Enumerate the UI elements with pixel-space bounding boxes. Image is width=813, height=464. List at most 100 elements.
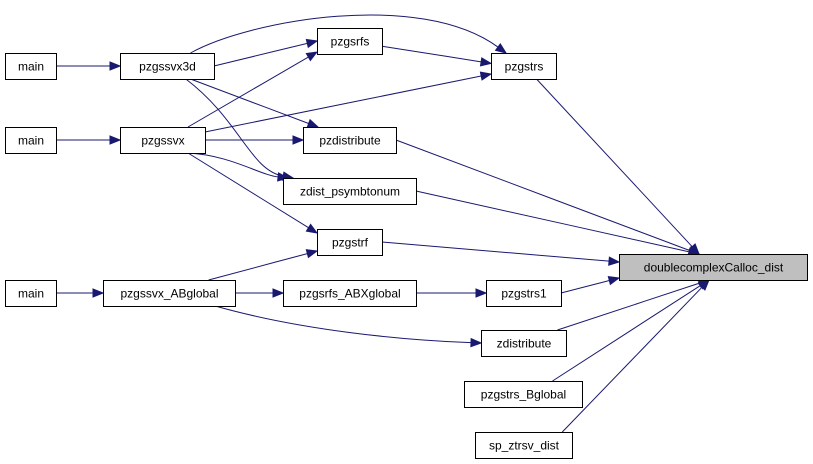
- node-zdist-psymbtonum[interactable]: zdist_psymbtonum: [283, 178, 417, 205]
- edge-line: [190, 14, 499, 54]
- node-label: pzgstrs_Bglobal: [481, 388, 566, 402]
- node-main3[interactable]: main: [5, 280, 57, 307]
- node-main2[interactable]: main: [5, 127, 57, 154]
- node-main1[interactable]: main: [5, 53, 57, 80]
- edge-line: [208, 253, 308, 281]
- node-label: pzgssvx: [141, 134, 184, 148]
- edge-line: [204, 75, 482, 133]
- node-label: pzgssvx3d: [139, 60, 196, 74]
- arrowhead: [608, 256, 621, 266]
- edge-line: [185, 78, 284, 177]
- edge-line: [187, 56, 309, 128]
- edge-pzgssvx-to-pzgstrf: [187, 152, 319, 234]
- arrowhead: [470, 337, 483, 348]
- node-label: main: [18, 60, 44, 74]
- edge-pzgssvx-to-pzdistribute: [205, 135, 305, 145]
- edge-line: [215, 305, 472, 344]
- edge-zdistribute-to-target: [557, 278, 711, 331]
- edge-pzgssvx3d-to-pzdistribute: [190, 78, 320, 128]
- node-pzgssvx[interactable]: pzgssvx: [120, 127, 206, 154]
- edge-main2-to-pzgssvx: [56, 135, 122, 145]
- edge-line: [560, 280, 610, 294]
- node-label: pzgstrs: [505, 60, 544, 74]
- edge-line: [213, 42, 308, 67]
- node-pzgstrs-bglobal[interactable]: pzgstrs_Bglobal: [464, 381, 583, 408]
- edge-sp_ztrsv_dist-to-target: [561, 279, 710, 433]
- node-pzgstrs[interactable]: pzgstrs: [491, 53, 557, 80]
- node-label: pzgssvx_ABglobal: [120, 287, 218, 301]
- node-pzgssvx3d[interactable]: pzgssvx3d: [120, 53, 215, 80]
- node-label: pzdistribute: [319, 134, 381, 148]
- node-label: zdist_psymbtonum: [300, 185, 400, 199]
- edge-pzgssvx3d-to-pzgstrs: [190, 14, 508, 54]
- node-box: [491, 53, 557, 80]
- node-label: pzgstrs1: [501, 287, 547, 301]
- arrowhead: [305, 38, 319, 49]
- node-pzgstrf[interactable]: pzgstrf: [317, 229, 383, 256]
- node-box: [283, 280, 417, 307]
- node-box: [619, 254, 808, 281]
- edge-pzgssvx3d-to-pzgsrfs: [213, 38, 319, 67]
- node-box: [475, 432, 573, 459]
- arrowhead: [305, 223, 319, 234]
- arrowhead: [272, 288, 285, 298]
- arrowhead: [494, 42, 508, 54]
- node-pzgsrfs[interactable]: pzgsrfs: [317, 28, 383, 55]
- arrowhead: [479, 57, 493, 67]
- arrowhead: [305, 51, 319, 62]
- edge-pzgssvx-to-zdist_psymbtonum: [187, 152, 290, 182]
- node-pzgstrs1[interactable]: pzgstrs1: [486, 280, 562, 307]
- edge-pzgstrf-to-target: [381, 241, 621, 266]
- edge-pzgssvx-to-pzgsrfs: [187, 51, 319, 128]
- edge-pzgsrfs_ABXglobal-to-pzgstrs1: [415, 288, 488, 298]
- edge-line: [187, 152, 279, 178]
- arrowhead: [292, 135, 305, 145]
- node-label: zdistribute: [497, 337, 552, 351]
- edge-line: [395, 139, 690, 251]
- node-target[interactable]: doublecomplexCalloc_dist: [619, 254, 808, 281]
- arrowhead: [109, 135, 122, 145]
- node-box: [317, 229, 383, 256]
- edge-line: [557, 282, 700, 331]
- arrowhead: [475, 288, 488, 298]
- edge-line: [190, 78, 309, 124]
- arrowhead: [607, 276, 621, 286]
- edge-pzgssvx_ABglobal-to-pzgstrf: [208, 249, 319, 281]
- arrowhead: [277, 172, 290, 182]
- node-label: sp_ztrsv_dist: [489, 439, 560, 453]
- node-box: [486, 280, 562, 307]
- node-label: pzgstrf: [332, 236, 369, 250]
- call-nodes: main main main pzgssvx3d pzgssvx pzgssvx_ABgl…: [5, 28, 808, 459]
- arrowhead: [698, 279, 710, 291]
- node-box: [120, 127, 206, 154]
- edge-line: [381, 241, 610, 262]
- node-box: [120, 53, 215, 80]
- node-box: [283, 178, 417, 205]
- arrowhead: [479, 71, 493, 81]
- edge-main1-to-pzgssvx3d: [56, 61, 122, 71]
- node-box: [464, 381, 583, 408]
- node-sp-ztrsv-dist[interactable]: sp_ztrsv_dist: [475, 432, 573, 459]
- edge-line: [561, 286, 703, 433]
- call-edges: [55, 14, 711, 433]
- arrowhead: [305, 249, 319, 259]
- edge-pzgstrs1-to-target: [560, 276, 621, 294]
- node-label: pzgsrfs: [331, 35, 370, 49]
- node-label: main: [18, 134, 44, 148]
- edge-pzgstrs_Bglobal-to-target: [552, 279, 711, 382]
- edge-line: [536, 78, 693, 248]
- node-box: [481, 330, 567, 357]
- node-box: [303, 127, 397, 154]
- node-pzdistribute[interactable]: pzdistribute: [303, 127, 397, 154]
- node-pzgssvx-abglobal[interactable]: pzgssvx_ABglobal: [103, 280, 236, 307]
- edge-line: [187, 152, 309, 229]
- node-box: [5, 53, 57, 80]
- node-pzgsrfs-abxglobal[interactable]: pzgsrfs_ABXglobal: [283, 280, 417, 307]
- edge-pzgssvx_ABglobal-to-zdistribute: [215, 305, 483, 348]
- arrowhead: [109, 61, 122, 71]
- edge-main3-to-pzgssvx_ABglobal: [55, 288, 105, 298]
- arrowhead: [306, 118, 320, 128]
- node-zdistribute[interactable]: zdistribute: [481, 330, 567, 357]
- node-box: [5, 280, 57, 307]
